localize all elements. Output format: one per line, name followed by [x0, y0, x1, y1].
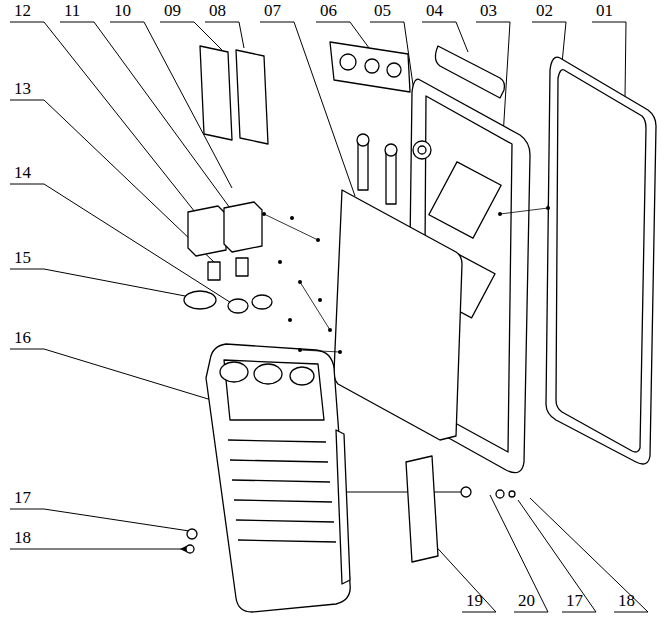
- callout-number: 06: [320, 1, 337, 21]
- callout-number: 02: [536, 1, 553, 21]
- callout-number: 14: [14, 163, 31, 183]
- callout-number: 18: [14, 528, 31, 548]
- callout-number: 07: [264, 1, 281, 21]
- callout-number: 18: [618, 591, 635, 611]
- callout-number: 19: [466, 591, 483, 611]
- callout-number: 01: [596, 1, 613, 21]
- callout-number: 03: [480, 1, 497, 21]
- callout-number: 17: [566, 591, 583, 611]
- callout-number: 16: [14, 328, 31, 348]
- callout-number: 15: [14, 248, 31, 268]
- callout-number: 17: [14, 488, 31, 508]
- callout-number: 13: [14, 79, 31, 99]
- callout-number: 10: [114, 1, 131, 21]
- callout-number: 05: [374, 1, 391, 21]
- callout-number: 04: [426, 1, 443, 21]
- callout-number: 08: [209, 1, 226, 21]
- callout-number: 11: [64, 1, 80, 21]
- callout-number: 09: [164, 1, 181, 21]
- callout-number: 20: [518, 591, 535, 611]
- callout-number: 12: [14, 1, 31, 21]
